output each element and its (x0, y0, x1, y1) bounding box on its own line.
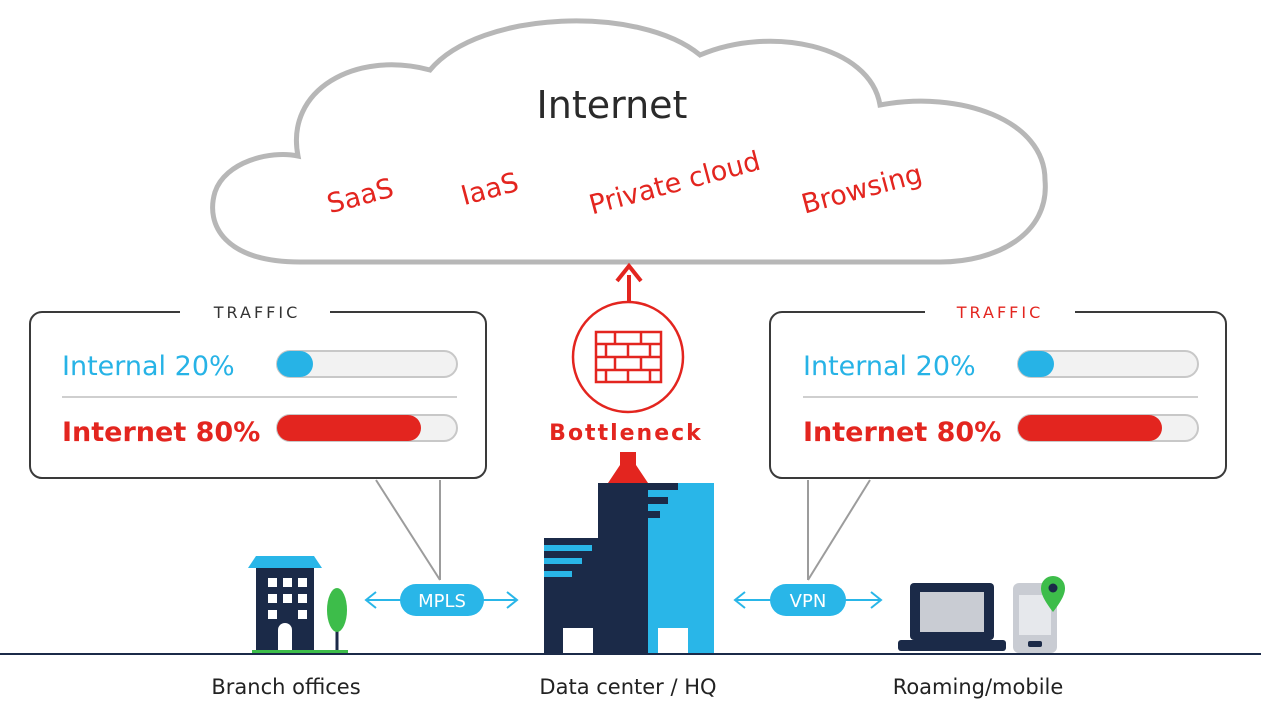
right-panel-connector-b (807, 479, 871, 581)
left-panel-box (29, 311, 487, 479)
left-arrow-icon (364, 591, 377, 609)
internet-cloud: Internet SaaS IaaS Private cloud Browsin… (210, 18, 1048, 265)
right-arrow-icon (506, 591, 519, 609)
left-internet-label: Internet 80% (62, 417, 260, 448)
bottleneck-label: Bottleneck (549, 421, 703, 446)
datacenter-building-icon (544, 483, 714, 653)
location-pin-icon (1041, 576, 1065, 612)
left-panel-heading: TRAFFIC (213, 303, 300, 322)
bottleneck-funnel (608, 452, 648, 483)
vpn-label: VPN (790, 591, 827, 612)
cloud-outline (210, 18, 1048, 265)
firewall-bottleneck: Bottleneck (549, 262, 703, 483)
right-arrow-icon (870, 591, 883, 609)
branch-offices-label: Branch offices (211, 675, 360, 699)
mpls-link: MPLS (364, 584, 519, 616)
roaming-mobile-label: Roaming/mobile (893, 675, 1064, 699)
right-panel-box (769, 311, 1227, 479)
mobile-phone-icon (1013, 576, 1065, 653)
up-arrow-icon (615, 262, 643, 283)
right-internet-label: Internet 80% (803, 417, 1001, 448)
left-internet-bar (277, 415, 421, 441)
left-arrow-icon (733, 591, 746, 609)
vpn-link: VPN (733, 584, 883, 616)
vpn-pill (770, 584, 846, 616)
left-panel-connector-a (375, 479, 441, 581)
cloud-title: Internet (537, 83, 688, 127)
left-traffic-panel: TRAFFIC Internal 20% Internet 80% (29, 298, 487, 581)
mpls-pill (400, 584, 484, 616)
laptop-icon (898, 583, 1006, 651)
mpls-label: MPLS (418, 591, 466, 612)
branch-office-building-icon (248, 556, 348, 654)
left-internal-label: Internal 20% (62, 351, 235, 382)
left-internal-bar (277, 351, 313, 377)
right-internal-bar (1018, 351, 1054, 377)
right-panel-heading: TRAFFIC (956, 303, 1043, 322)
datacenter-label: Data center / HQ (539, 675, 716, 699)
firewall-icon (594, 330, 663, 384)
right-internal-label: Internal 20% (803, 351, 976, 382)
right-internet-bar (1018, 415, 1162, 441)
right-traffic-panel: TRAFFIC Internal 20% Internet 80% (769, 298, 1227, 581)
